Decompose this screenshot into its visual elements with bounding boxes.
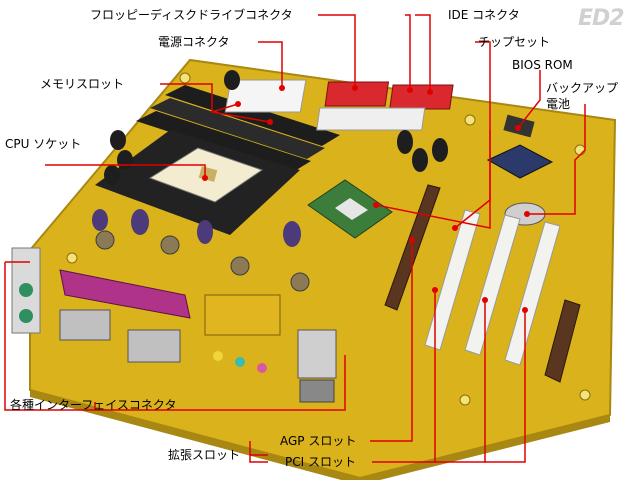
power-connector bbox=[224, 79, 307, 113]
mount-hole bbox=[459, 394, 471, 406]
memory-slot bbox=[165, 85, 340, 146]
interface-connectors-box bbox=[4, 262, 346, 411]
isa-slot bbox=[544, 299, 581, 383]
memory-slot bbox=[136, 111, 311, 172]
label-cpu-socket: CPU ソケット bbox=[5, 137, 82, 151]
label-floppy-connector: フロッピーディスクドライブコネクタ bbox=[90, 8, 293, 22]
usb-ports bbox=[299, 379, 335, 403]
parallel-port bbox=[59, 269, 191, 319]
capacitors-purple bbox=[92, 209, 301, 247]
lan-port bbox=[297, 329, 337, 379]
label-backup-battery-line1: バックアップ bbox=[546, 81, 619, 95]
game-port bbox=[204, 294, 281, 336]
mount-hole bbox=[464, 114, 476, 126]
ide-connector-2 bbox=[316, 107, 426, 131]
mount-hole bbox=[179, 72, 191, 84]
label-backup-battery-line2: 電池 bbox=[546, 97, 571, 111]
floppy-connector bbox=[324, 81, 390, 107]
pci-slot bbox=[504, 221, 561, 366]
label-agp-slot: AGP スロット bbox=[280, 434, 357, 448]
audio-jacks bbox=[213, 351, 267, 373]
ide-connector bbox=[389, 84, 454, 110]
serial-port bbox=[59, 309, 111, 341]
pointer-lines bbox=[45, 14, 586, 463]
label-chipset: チップセット bbox=[478, 35, 551, 49]
label-memory-slot: メモリスロット bbox=[40, 77, 125, 91]
mount-hole bbox=[579, 389, 591, 401]
label-expansion-slots: 拡張スロット bbox=[168, 448, 241, 462]
pci-slot bbox=[464, 214, 521, 356]
label-interface-connectors: 各種インターフェイスコネクタ bbox=[10, 398, 177, 412]
label-bios-rom: BIOS ROM bbox=[512, 58, 573, 72]
pcb-board-edge bbox=[30, 390, 610, 480]
chipset-die bbox=[335, 198, 368, 220]
mount-hole bbox=[574, 144, 586, 156]
mount-hole bbox=[66, 252, 78, 264]
serial-port-2 bbox=[127, 329, 181, 363]
inductors bbox=[95, 230, 310, 292]
pointer-dots bbox=[202, 85, 530, 313]
memory-slot bbox=[150, 98, 325, 159]
label-power-connector: 電源コネクタ bbox=[158, 35, 230, 49]
southbridge-chip bbox=[486, 144, 554, 179]
label-ide-connector: IDE コネクタ bbox=[448, 8, 520, 22]
label-pci-slot: PCI スロット bbox=[285, 455, 356, 469]
ed2-logo: ED2 bbox=[578, 6, 625, 31]
